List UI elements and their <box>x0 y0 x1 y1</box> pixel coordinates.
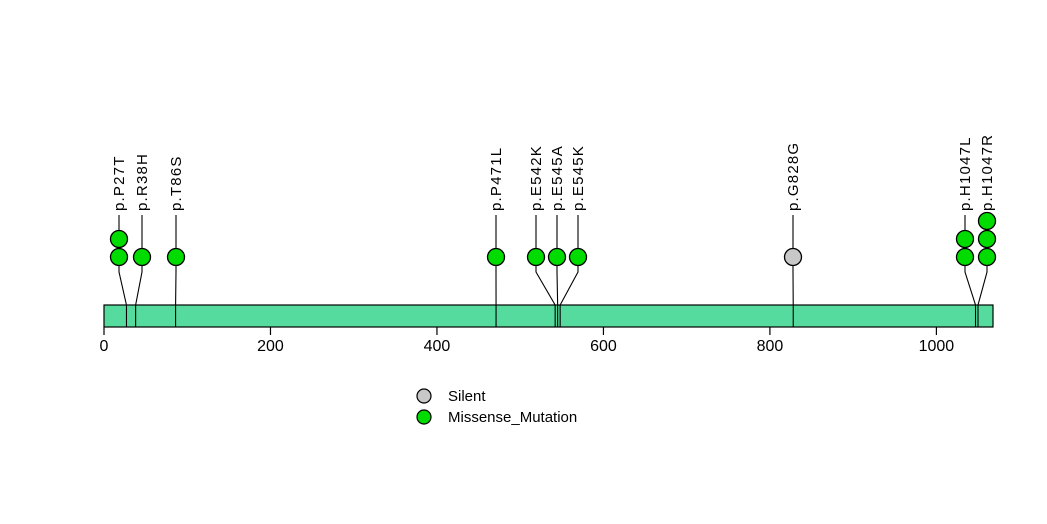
lollipop-stem <box>559 215 579 327</box>
mutation-circle <box>568 247 588 267</box>
axis-tick-label: 400 <box>424 338 451 355</box>
axis-tick-label: 200 <box>257 338 284 355</box>
mutation-label: p.E545K <box>570 145 587 211</box>
legend-silent-label: Silent <box>448 388 486 405</box>
mutation-circle <box>486 247 506 267</box>
mutation-circle <box>109 229 129 249</box>
axis-tick-label: 1000 <box>919 338 955 355</box>
lollipop-stem <box>556 215 559 327</box>
legend-missense-label: Missense_Mutation <box>448 409 577 426</box>
mutation-label: p.H1047L <box>957 136 974 211</box>
mutation-label: p.E542K <box>528 145 545 211</box>
mutation-label: p.R38H <box>134 153 151 211</box>
axis-tick-label: 600 <box>590 338 617 355</box>
legend-silent-swatch-icon <box>416 388 432 404</box>
lollipop-stem <box>535 215 556 327</box>
mutation-label: p.P27T <box>111 155 128 211</box>
legend-missense-swatch-icon <box>416 409 432 425</box>
mutation-circle <box>526 247 546 267</box>
mutation-circle <box>132 247 152 267</box>
axis-tick-label: 0 <box>100 338 109 355</box>
lollipop-stem <box>135 215 143 327</box>
mutation-label: p.H1047R <box>979 134 996 211</box>
mutation-circle <box>977 229 997 249</box>
mutation-circle <box>783 247 803 267</box>
mutation-circle <box>955 247 975 267</box>
mutation-circle <box>166 247 186 267</box>
mutation-label: p.G828G <box>785 142 802 211</box>
axis-tick-label: 800 <box>757 338 784 355</box>
mutation-circle <box>977 247 997 267</box>
mutation-circle <box>109 247 129 267</box>
legend: Silent Missense_Mutation <box>416 388 577 426</box>
mutation-label: p.E545A <box>549 145 566 211</box>
mutation-circle <box>955 229 975 249</box>
mutation-label: p.P471L <box>488 147 505 211</box>
x-axis: 0 200 400 600 800 1000 <box>100 327 955 355</box>
mutation-circle <box>977 211 997 231</box>
mutation-label: p.T86S <box>168 155 185 211</box>
mutation-circle <box>547 247 567 267</box>
protein-body-bar <box>103 304 994 328</box>
